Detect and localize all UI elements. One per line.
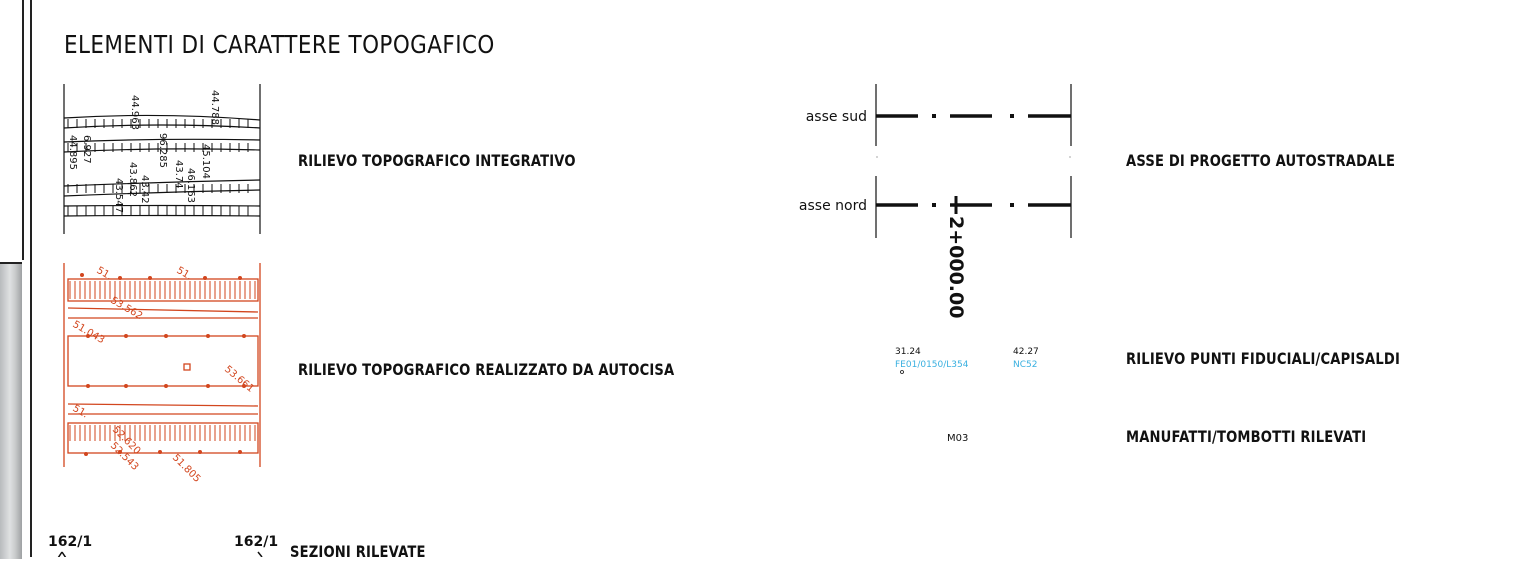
survey-point <box>80 273 84 277</box>
survey-point <box>198 450 202 454</box>
survey-red-label: 51. <box>175 265 194 282</box>
survey-point <box>164 384 168 388</box>
survey-point <box>148 276 152 280</box>
survey-black-label: 43.547 <box>113 178 124 213</box>
survey-autocisa-labels: 51. 51. 53.562 51.043 53.661 51. 52.620 … <box>71 265 256 485</box>
survey-point <box>238 450 242 454</box>
survey-black-label: 43.862 <box>127 162 138 197</box>
section-symbol: 162/1 162/1 <box>48 534 278 557</box>
survey-black-label: 44.963 <box>129 95 140 130</box>
legend-label-punti-fiduciali: RILIEVO PUNTI FIDUCIALI/CAPISALDI <box>1126 349 1400 368</box>
survey-red-label: 51. <box>95 265 114 282</box>
section-label-left: 162/1 <box>48 534 92 550</box>
fiducial-right-value: 42.27 <box>1013 347 1039 357</box>
survey-black-label: 46.163 <box>185 168 196 203</box>
survey-point <box>158 450 162 454</box>
survey-point <box>206 334 210 338</box>
survey-black-label: 45.104 <box>200 144 211 179</box>
axis-label-nord: asse nord <box>799 198 867 214</box>
survey-point <box>242 384 246 388</box>
survey-black-label: 44.895 <box>67 135 78 170</box>
survey-point <box>118 276 122 280</box>
survey-point <box>206 384 210 388</box>
survey-black-label: 43.74 <box>173 160 184 189</box>
section-title: ELEMENTI DI CARATTERE TOPOGAFICO <box>64 30 495 59</box>
survey-red-label: 53.661 <box>222 364 256 395</box>
survey-point <box>242 334 246 338</box>
legend-label-asse-progetto: ASSE DI PROGETTO AUTOSTRADALE <box>1126 151 1396 170</box>
survey-point <box>238 276 242 280</box>
legend-label-sezioni: SEZIONI RILEVATE <box>290 542 426 561</box>
survey-red-label: 51.043 <box>71 319 107 346</box>
survey-point <box>124 384 128 388</box>
survey-black-label: 44.788 <box>209 90 220 125</box>
frame-panel-image <box>0 262 22 559</box>
section-label-right: 162/1 <box>234 534 278 550</box>
survey-point <box>86 384 90 388</box>
axis-label-sud: asse sud <box>806 109 867 125</box>
legend-label-manufatti: MANUFATTI/TOMBOTTI RILEVATI <box>1126 427 1367 446</box>
survey-integrativo-labels: 44.963 44.788 44.895 6.927 96.285 43.862… <box>67 90 220 213</box>
axis-chainage-label: 2+000.00 <box>945 216 967 318</box>
fiducial-right-code: NC52 <box>1013 360 1037 370</box>
legend-label-rilievo-integrativo: RILIEVO TOPOGRAFICO INTEGRATIVO <box>298 151 576 170</box>
survey-red-label: 51. <box>71 403 90 420</box>
survey-point <box>118 450 122 454</box>
survey-point <box>164 334 168 338</box>
legend-label-rilievo-autocisa: RILIEVO TOPOGRAFICO REALIZZATO DA AUTOCI… <box>298 360 675 379</box>
sheet-frame-left <box>0 0 32 559</box>
survey-autocisa-symbol <box>63 263 261 467</box>
axis-symbol: asse sud asse nord 2+000.00 <box>799 84 1072 318</box>
survey-black-label: 96.285 <box>157 133 168 168</box>
survey-integrativo-symbol <box>63 84 261 234</box>
fiducial-left-code: FE01/0150/L354 <box>895 360 969 370</box>
survey-black-label: 6.927 <box>81 135 92 164</box>
fiducial-symbol: 31.24 FE01/0150/L354 42.27 NC52 <box>895 347 1039 374</box>
survey-point <box>86 334 90 338</box>
manufatto-code: M03 <box>947 433 968 444</box>
survey-red-label: 51.805 <box>170 452 203 485</box>
survey-point <box>124 334 128 338</box>
survey-black-label: 43.42 <box>139 175 150 204</box>
survey-point <box>84 452 88 456</box>
fiducial-left-value: 31.24 <box>895 347 921 357</box>
survey-point <box>203 276 207 280</box>
frame-panel-upper <box>0 0 24 260</box>
